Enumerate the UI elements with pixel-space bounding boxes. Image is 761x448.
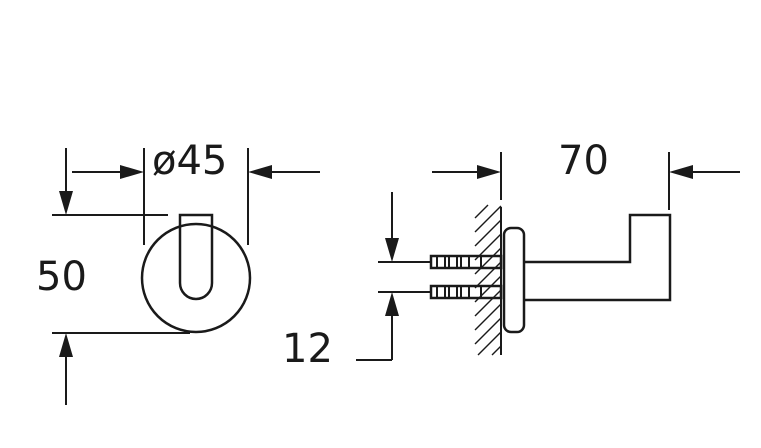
height-dimension: 50	[36, 148, 190, 405]
front-view	[140, 213, 252, 334]
screw-upper	[429, 254, 503, 270]
side-base-plate	[502, 226, 526, 334]
front-base-plate	[140, 222, 252, 334]
diameter-dimension: ø45	[72, 138, 320, 245]
mount-spacing-label: 12	[282, 326, 333, 372]
side-hook-profile	[524, 213, 672, 302]
depth-label: 70	[558, 138, 609, 184]
side-view	[429, 204, 672, 356]
front-hook-arm	[178, 213, 214, 301]
diameter-label: ø45	[152, 138, 227, 184]
wall-hatching	[474, 204, 502, 356]
height-label: 50	[36, 254, 87, 300]
screw-lower	[429, 284, 503, 300]
mount-spacing-dimension: 12	[282, 192, 430, 372]
depth-dimension: 70	[432, 138, 740, 210]
